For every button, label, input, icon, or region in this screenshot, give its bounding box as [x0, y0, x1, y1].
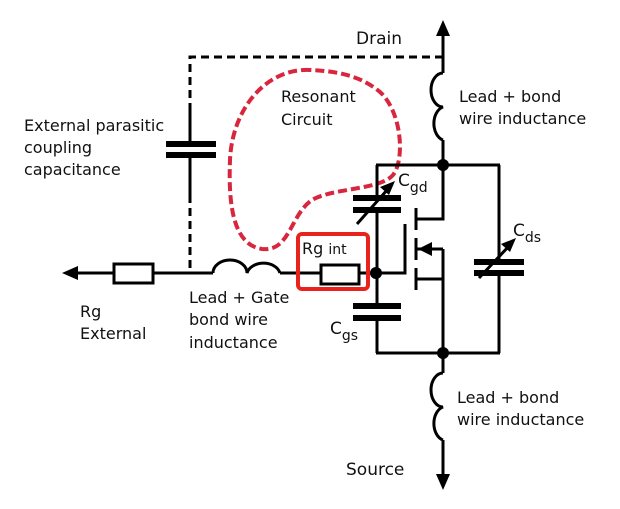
rg-external-label-sub: External	[80, 324, 146, 343]
drain-label: Drain	[356, 29, 402, 49]
source-label: Source	[346, 460, 404, 480]
cds-variable-arrow-line	[477, 244, 511, 280]
drain-arrow-icon	[436, 20, 450, 36]
mosfet-frame: Cgd Cgs Cds	[330, 159, 541, 359]
cgs-label: Cgs	[330, 319, 358, 344]
cgd-variable-arrow-line	[355, 188, 390, 225]
external-coupling-path: External parasitic coupling capacitance	[24, 55, 443, 273]
drain-inductance-label-2: wire inductance	[459, 109, 586, 128]
drain-inductor-icon	[429, 71, 444, 142]
gate-inductor-icon	[211, 258, 282, 274]
cgd-variable-arrow-icon	[380, 181, 395, 195]
coupling-cap-label-1: External parasitic	[24, 116, 164, 135]
rg-internal-resistor-icon	[319, 263, 361, 286]
coupling-cap-label-2: coupling	[24, 138, 92, 157]
source-inductor-icon	[429, 371, 444, 442]
rg-external-resistor-icon	[112, 262, 155, 285]
rg-external-label-main: Rg	[80, 302, 101, 321]
gate-inductance-label-3: inductance	[189, 333, 278, 352]
gate-inductance-label-2: bond wire	[189, 310, 268, 329]
gate-electrode-wire	[376, 224, 407, 275]
drain-node	[437, 159, 449, 171]
cds-label: Cds	[513, 221, 541, 246]
cds-variable-arrow-icon	[501, 238, 516, 252]
gate-inductance-label-1: Lead + Gate	[189, 288, 289, 307]
coupling-cap-label-3: capacitance	[24, 160, 121, 179]
gate-path: Rg External Lead + Gate bond wire induct…	[62, 232, 377, 352]
source-inductance-label-2: wire inductance	[457, 410, 584, 429]
rg-internal-highlight-box	[296, 232, 370, 291]
coupling-dashed-top	[188, 55, 443, 105]
resonant-circuit-label-2: Circuit	[281, 110, 333, 129]
resonant-circuit-label-1: Resonant	[281, 87, 356, 106]
source-inductance-label-1: Lead + bond	[457, 388, 559, 407]
rg-internal-label: Rg int	[302, 239, 347, 258]
drain-inductance-label-1: Lead + bond	[459, 87, 561, 106]
drain-branch: Drain Lead + bond wire inductance	[356, 20, 586, 165]
gate-arrow-icon	[62, 266, 78, 280]
mosfet-body-arrow-icon	[418, 242, 432, 256]
source-branch: Source Lead + bond wire inductance	[346, 353, 584, 490]
cgd-label: Cgd	[398, 171, 428, 196]
mosfet-drain-connection	[416, 165, 445, 221]
source-arrow-icon	[436, 474, 450, 490]
gate-node	[370, 267, 382, 279]
